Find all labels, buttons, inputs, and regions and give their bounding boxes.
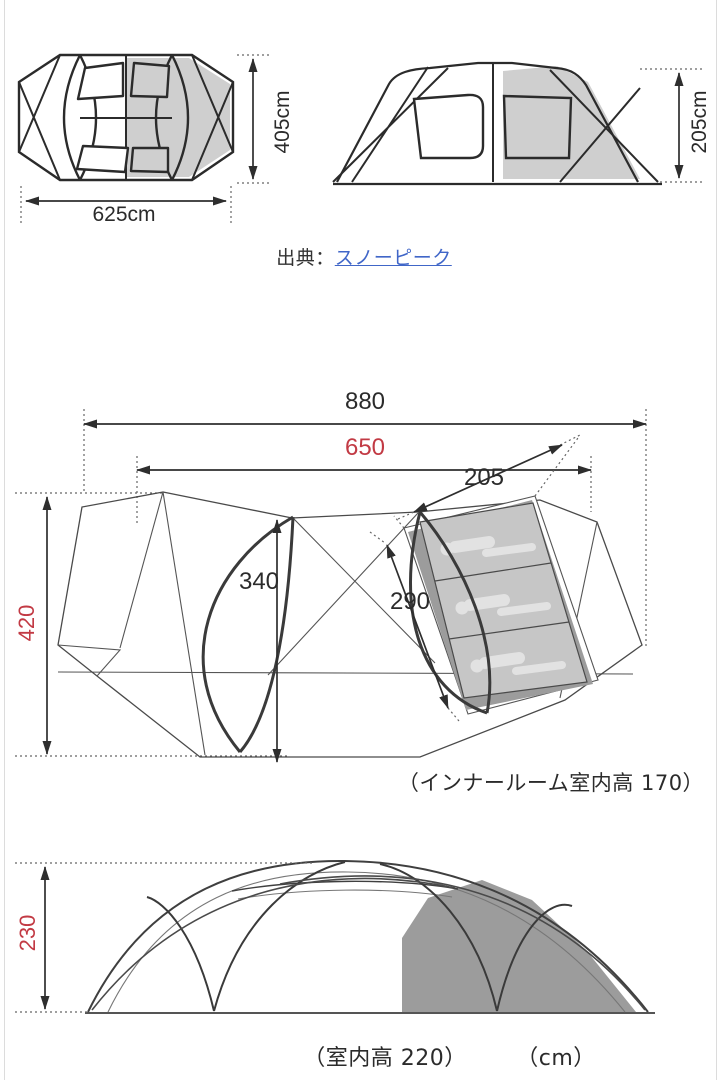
dim-label-340: 340	[238, 568, 280, 595]
top-view-depth-label: 405cm	[271, 90, 294, 154]
top-view-diagram	[17, 53, 272, 224]
dim-arrow-205	[413, 444, 563, 513]
source-line: 出典：スノーピーク	[214, 243, 514, 270]
window	[75, 144, 130, 174]
unit-caption: （cm）	[516, 1046, 596, 1071]
pole-arcs	[146, 861, 573, 1012]
dim-label-290: 290	[389, 588, 431, 615]
dim-label-650: 650	[344, 434, 386, 461]
pole-arc	[201, 515, 295, 753]
dim-label-230: 230	[15, 914, 40, 952]
window	[129, 61, 171, 99]
left-border-line	[4, 0, 5, 1080]
inner-room-caption: （インナールーム室内高 170）	[397, 771, 705, 795]
dim-label-880: 880	[344, 388, 386, 415]
right-border-line	[716, 0, 717, 1080]
room-height-caption: （室内高 220）	[303, 1046, 467, 1071]
side-view-diagram	[332, 61, 703, 186]
dim-label-205: 205	[463, 464, 505, 491]
source-prefix: 出典：	[276, 247, 335, 269]
perspective-diagram	[15, 409, 647, 763]
source-link[interactable]: スノーピーク	[334, 247, 452, 269]
dim-arrow-290	[386, 544, 449, 709]
inner-room-mat	[403, 495, 599, 715]
side-view-height-label: 205cm	[688, 90, 711, 154]
window	[129, 146, 170, 174]
top-view-width-label: 625cm	[92, 203, 156, 226]
window	[502, 94, 573, 160]
window	[412, 93, 485, 160]
window	[76, 61, 125, 101]
dim-label-420: 420	[14, 604, 39, 642]
front-elevation-diagram	[15, 859, 655, 1014]
